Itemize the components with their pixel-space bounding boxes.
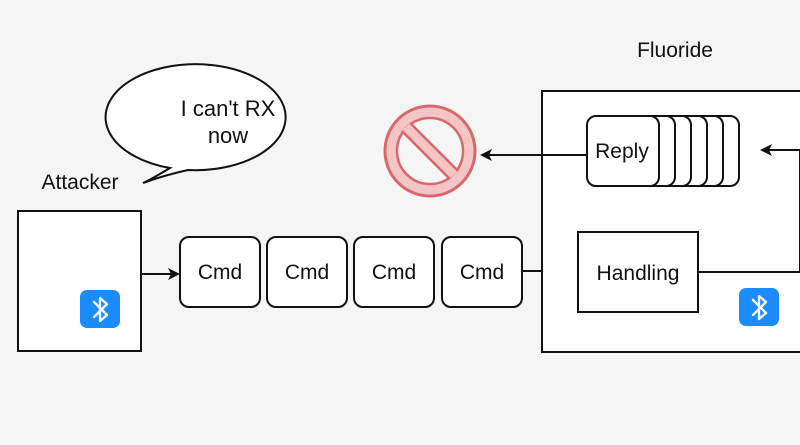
- speech-bubble: I can't RX now: [104, 63, 287, 184]
- attacker-device: [17, 210, 142, 352]
- cmd-label: Cmd: [285, 261, 329, 284]
- reply-label: Reply: [595, 140, 649, 163]
- bluetooth-icon: [80, 290, 120, 328]
- bluetooth-icon: [739, 288, 779, 326]
- command-sequence: Cmd Cmd Cmd Cmd: [179, 236, 523, 308]
- reply-box: [586, 115, 660, 187]
- handling-box: [577, 231, 699, 313]
- handling-label: Handling: [597, 262, 680, 285]
- speech-bubble-line-1: I can't RX: [181, 96, 276, 121]
- speech-bubble-line-2: now: [208, 123, 248, 148]
- cmd-label: Cmd: [372, 261, 416, 284]
- cmd-box: Cmd: [441, 236, 523, 308]
- cmd-box: Cmd: [353, 236, 435, 308]
- attacker-label: Attacker: [41, 171, 118, 194]
- cmd-label: Cmd: [198, 261, 242, 284]
- cmd-label: Cmd: [460, 261, 504, 284]
- cmd-box: Cmd: [266, 236, 348, 308]
- reply-queue: [586, 115, 740, 187]
- handling-to-reply-arrow: [698, 144, 800, 273]
- cmd-box: Cmd: [179, 236, 261, 308]
- fluoride-label: Fluoride: [637, 39, 713, 62]
- prohibited-icon: [383, 104, 477, 198]
